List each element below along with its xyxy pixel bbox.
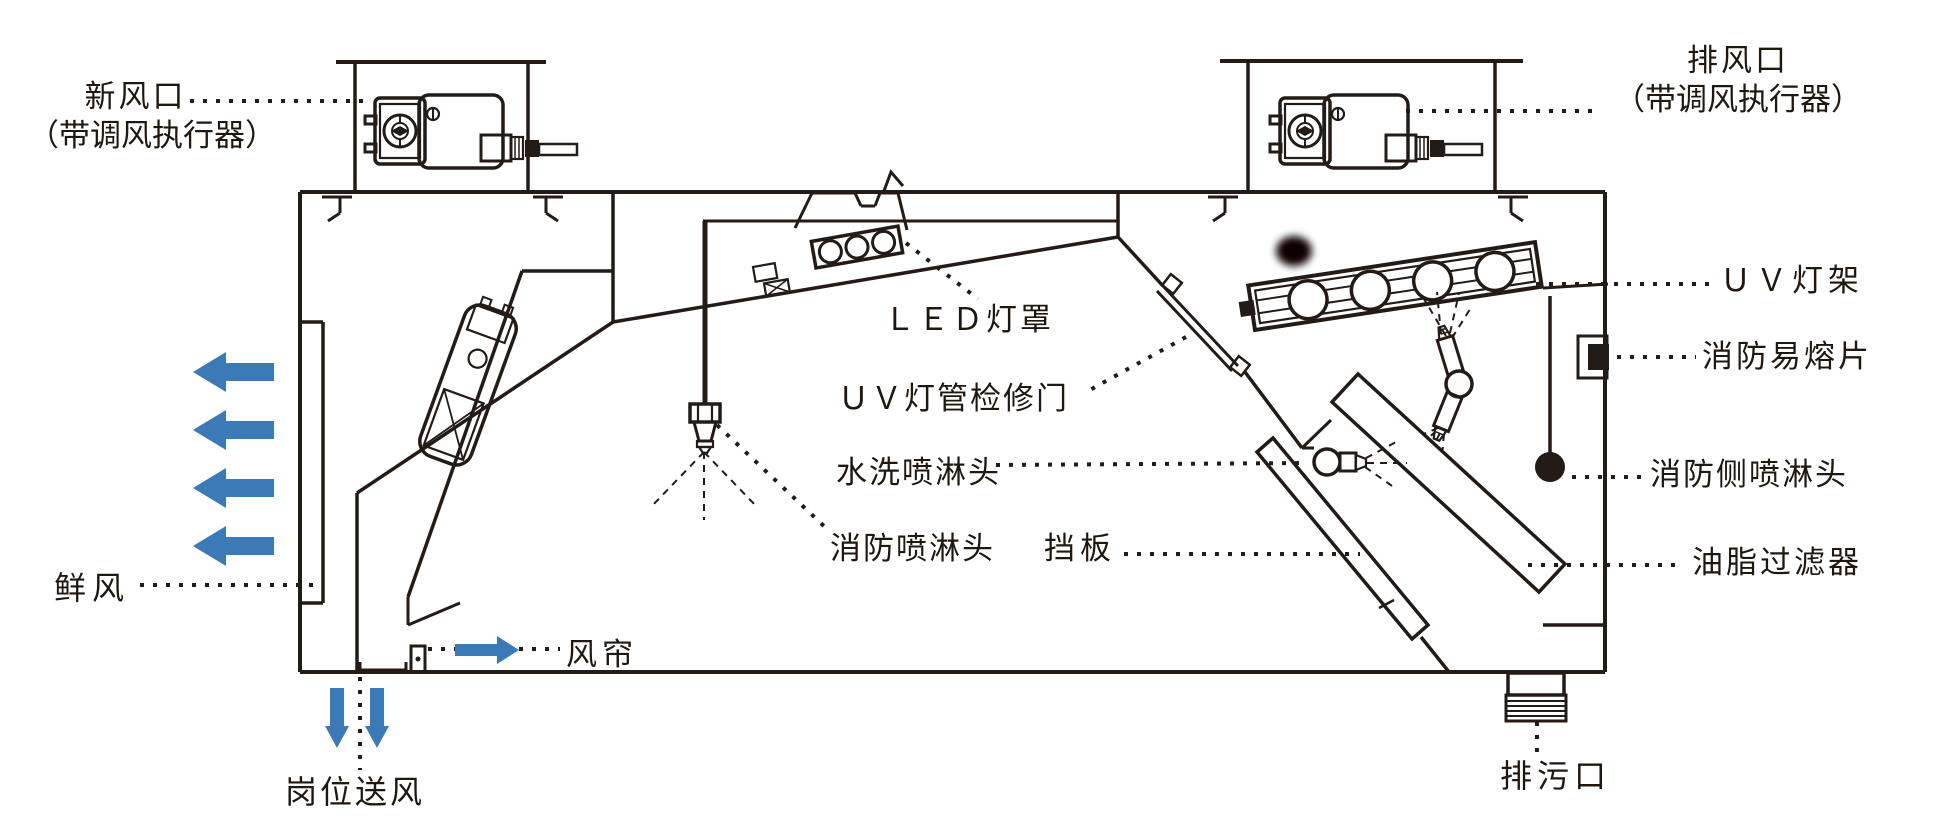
middle-ceiling <box>612 192 1120 324</box>
label-air-curtain: 风帘 <box>566 637 638 672</box>
leader-lines <box>140 99 1712 770</box>
uv-section-boundary <box>1116 235 1451 674</box>
label-fire-side-spray: 消防侧喷淋头 <box>1650 457 1848 492</box>
fire-sprinkler <box>688 221 722 455</box>
label-uv-lamp-rack: ＵＶ灯架 <box>1720 263 1864 298</box>
fresh-air-damper-actuator <box>363 93 579 170</box>
left-partition-and-panels <box>355 192 615 672</box>
drain-nipple <box>1504 671 1568 723</box>
wash-spray-head <box>1312 447 1368 477</box>
label-fire-spray-head: 消防喷淋头 <box>830 531 995 566</box>
label-exhaust-outlet-line2: （带调风执行器） <box>1614 81 1862 117</box>
uv-lamp-rack <box>1238 239 1545 333</box>
supply-damper-device <box>418 295 518 467</box>
air-curtain-slot <box>409 644 427 674</box>
label-led-lamp-cover: ＬＥＤ灯罩 <box>884 302 1054 337</box>
station-supply-arrows <box>325 688 389 748</box>
fresh-air-duct <box>322 60 563 223</box>
articulated-spray-dashes <box>1396 291 1473 478</box>
ink-blob <box>1276 236 1312 266</box>
fresh-air-channel <box>300 320 325 605</box>
label-station-air-supply: 岗位送风 <box>285 774 426 810</box>
grease-filter-plank <box>1329 371 1568 595</box>
label-fire-fusible-link: 消防易熔片 <box>1702 339 1872 374</box>
exhaust-duct <box>1208 59 1528 223</box>
hood-outline <box>298 190 1607 674</box>
fire-side-spray <box>1535 296 1565 482</box>
label-baffle: 挡板 <box>1044 531 1116 566</box>
label-fresh-air-inlet: 新风口 （带调风执行器） <box>28 78 276 156</box>
label-exhaust-outlet: 排风口 （带调风执行器） <box>1592 42 1884 120</box>
fire-sprinkler-spray <box>649 451 759 520</box>
label-fresh-air-inlet-line1: 新风口 <box>84 79 187 114</box>
exhaust-damper-actuator <box>1268 93 1484 170</box>
label-exhaust-outlet-line1: 排风口 <box>1687 43 1789 78</box>
label-uv-lamp-access-door: ＵＶ灯管检修门 <box>838 381 1069 416</box>
label-grease-filter: 油脂过滤器 <box>1692 545 1862 580</box>
articulated-spray-nozzle <box>1431 324 1474 443</box>
led-lamp-fixture <box>751 169 909 298</box>
air-curtain-arrow <box>455 636 519 664</box>
label-fresh-air: 鲜风 <box>54 570 131 606</box>
label-fresh-air-inlet-line2: （带调风执行器） <box>28 117 276 153</box>
label-drain-outlet: 排污口 <box>1500 758 1612 794</box>
baffle-plank <box>1254 435 1431 642</box>
wash-spray-dashes <box>1364 440 1407 489</box>
fresh-air-arrows <box>193 352 274 566</box>
label-water-wash-spray: 水洗喷淋头 <box>836 455 1001 490</box>
